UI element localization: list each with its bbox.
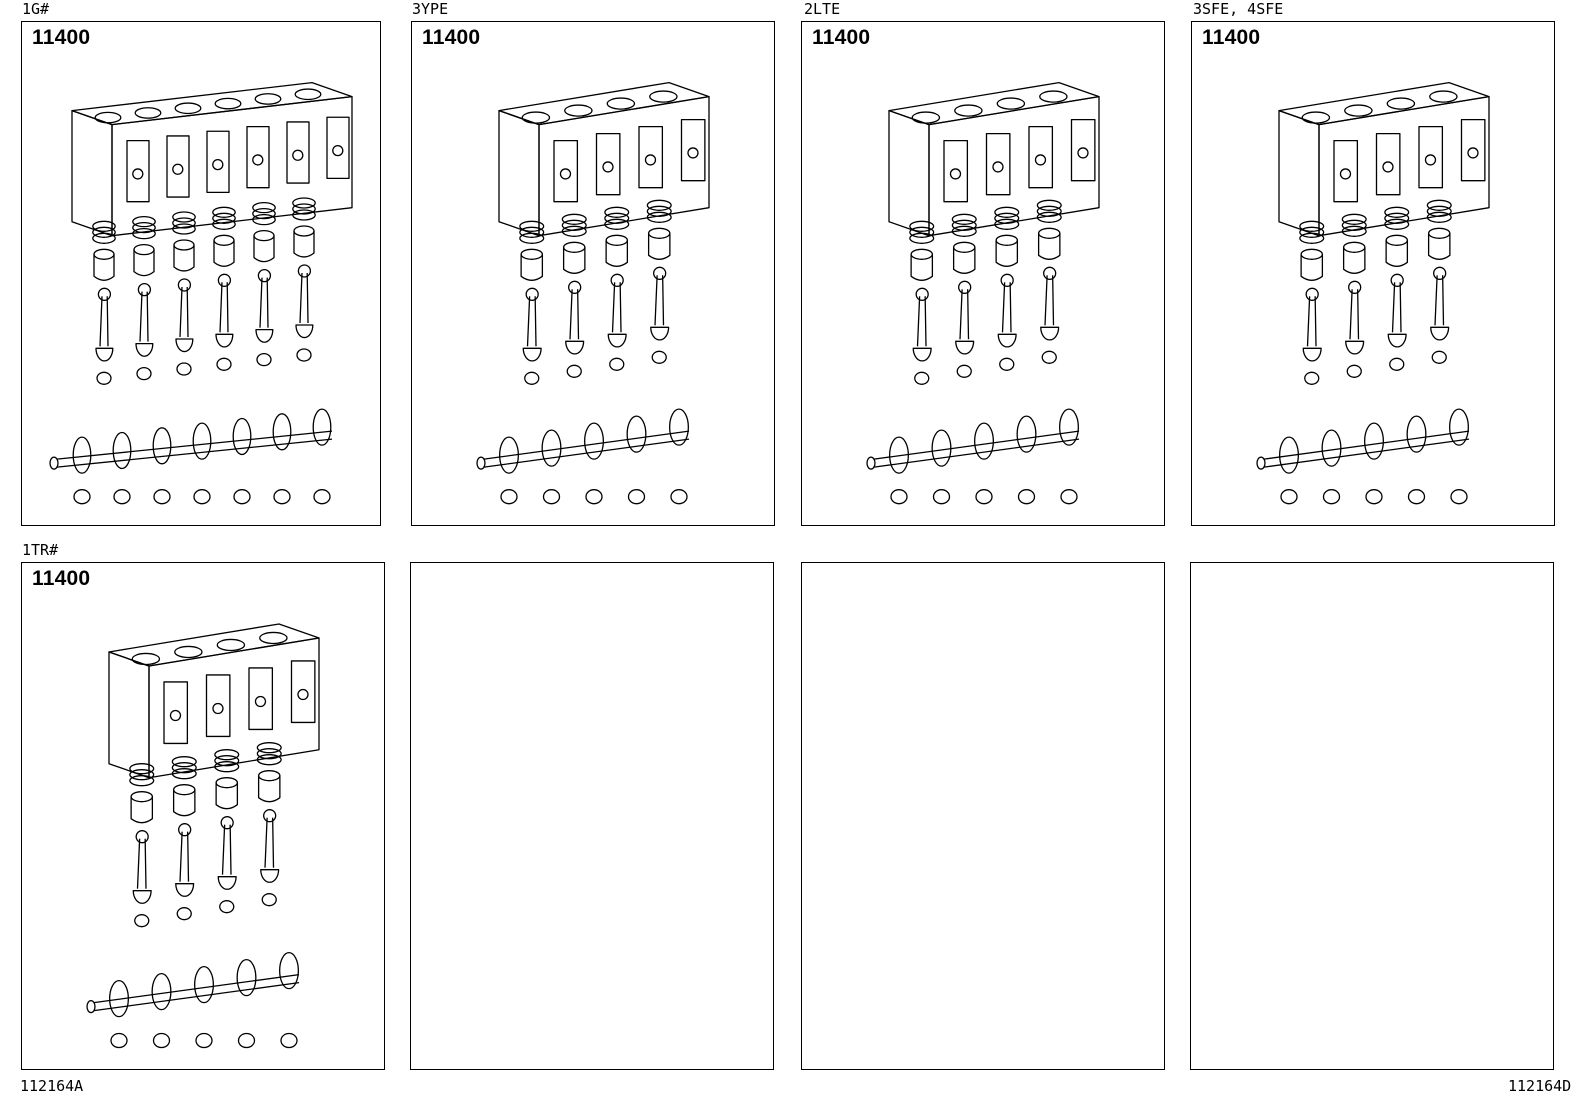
engine-label-1tr: 1TR# <box>22 541 59 559</box>
figure-code-right: 112164D <box>1508 1077 1572 1095</box>
engine-label-3sfe-4sfe: 3SFE, 4SFE <box>1193 0 1284 18</box>
part-number: 11400 <box>812 26 871 49</box>
engine-block-2lte-icon <box>866 81 1100 505</box>
empty-panel-8 <box>1190 562 1554 1070</box>
parts-panel-2lte[interactable]: 11400 <box>801 21 1165 526</box>
engine-label-1g: 1G# <box>22 0 50 18</box>
parts-panel-1g[interactable]: 11400 <box>21 21 381 526</box>
engine-block-3ype-icon <box>476 81 710 505</box>
engine-block-3sfe-4sfe-icon <box>1256 81 1490 505</box>
empty-panel-7 <box>801 562 1165 1070</box>
parts-panel-3sfe-4sfe[interactable]: 11400 <box>1191 21 1555 526</box>
part-number: 11400 <box>422 26 481 49</box>
part-number: 11400 <box>1202 26 1261 49</box>
parts-panel-1tr[interactable]: 11400 <box>21 562 385 1070</box>
part-number: 11400 <box>32 26 91 49</box>
parts-panel-3ype[interactable]: 11400 <box>411 21 775 526</box>
engine-block-1tr-icon <box>86 623 320 1049</box>
part-number: 11400 <box>32 567 91 590</box>
engine-block-1g-icon <box>49 81 353 505</box>
engine-label-3ype: 3YPE <box>412 0 449 18</box>
engine-label-2lte: 2LTE <box>804 0 841 18</box>
empty-panel-6 <box>410 562 774 1070</box>
figure-code-left: 112164A <box>20 1077 84 1095</box>
